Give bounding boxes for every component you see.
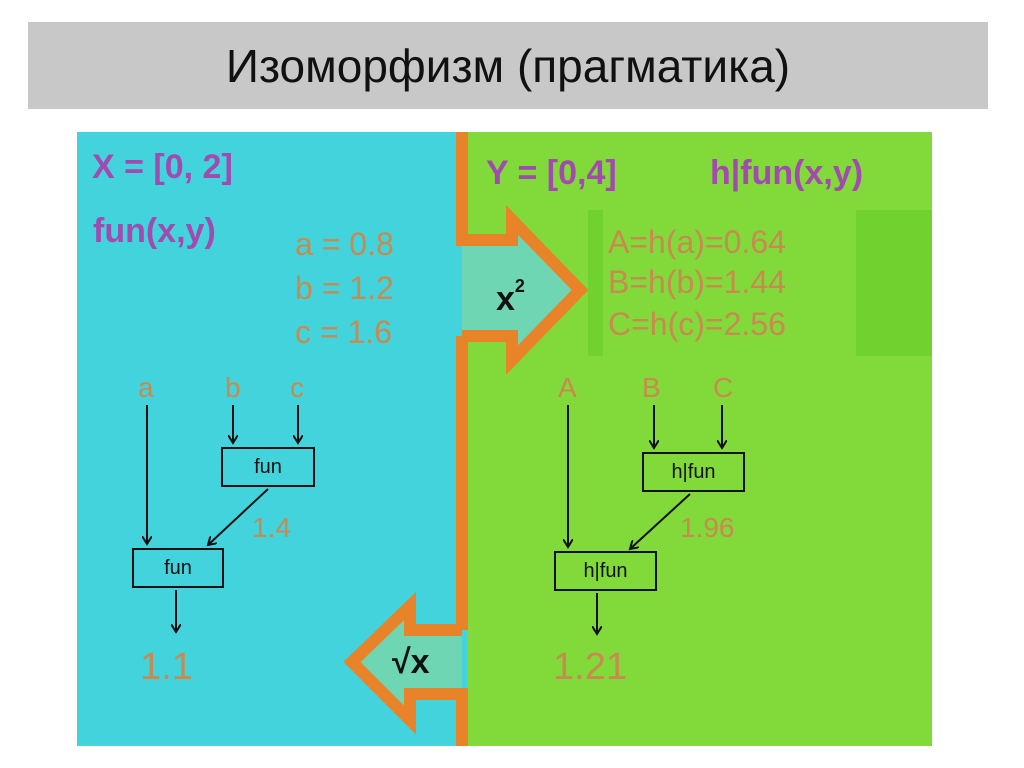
left-domain: X = [0, 2]: [92, 148, 233, 186]
left-fun-node-lower: fun: [132, 548, 224, 588]
left-intermediate-value: 1.4: [252, 512, 291, 543]
left-param-b: b = 1.2: [295, 270, 394, 306]
forward-arrow-label: x2: [496, 277, 525, 318]
right-param-a: A=h(a)=0.64: [608, 224, 786, 260]
right-hfun-node-upper: h|fun: [642, 452, 745, 492]
right-input-a: A: [558, 372, 577, 403]
left-function: fun(x,y): [93, 212, 216, 250]
left-edge-mid: [208, 488, 269, 545]
equations-box-inner: [603, 210, 856, 356]
left-input-a: a: [138, 372, 154, 403]
right-domain: Y = [0,4]: [486, 154, 617, 192]
forward-arrow: [456, 132, 589, 375]
right-result: 1.21: [553, 646, 627, 688]
left-input-b: b: [225, 372, 241, 403]
title-bar: Изоморфизм (прагматика): [28, 22, 988, 109]
right-edge-mid: [630, 493, 691, 549]
left-param-c: c = 1.6: [295, 314, 392, 350]
right-param-c: C=h(c)=2.56: [608, 306, 786, 342]
backward-arrow-label: √x: [392, 643, 430, 681]
right-intermediate-value: 1.96: [680, 512, 735, 543]
left-input-c: c: [290, 372, 304, 403]
backward-arrow: [343, 591, 468, 746]
forward-label-exponent: 2: [514, 275, 525, 296]
left-result: 1.1: [140, 646, 193, 688]
right-hfun-node-lower: h|fun: [554, 551, 657, 591]
page-title: Изоморфизм (прагматика): [225, 39, 791, 92]
right-input-b: B: [642, 372, 661, 403]
left-param-a: a = 0.8: [295, 226, 394, 262]
right-input-c: C: [713, 372, 734, 403]
right-function: h|fun(x,y): [710, 154, 864, 192]
left-fun-node-upper: fun: [221, 447, 315, 487]
right-param-b: B=h(b)=1.44: [608, 264, 786, 300]
forward-label-base: x: [496, 280, 515, 318]
